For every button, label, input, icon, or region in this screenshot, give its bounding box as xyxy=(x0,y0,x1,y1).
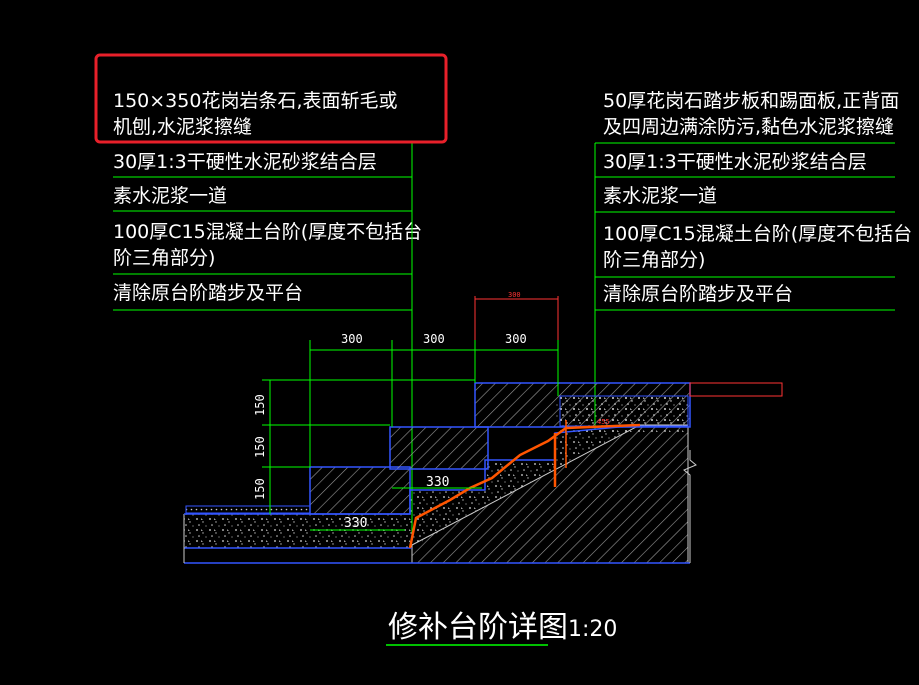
dim-small-red: 455 xyxy=(597,418,610,426)
landing-red-edge xyxy=(689,382,783,397)
dim-tread-upper: 330 xyxy=(426,475,449,490)
dim-vert-c: 150 xyxy=(253,478,267,500)
granite-step-2 xyxy=(389,426,489,470)
concrete-bed xyxy=(184,425,640,548)
left-note-4b: 阶三角部分) xyxy=(113,247,215,269)
right-note-1a: 50厚花岗石踏步板和踢面板,正背面 xyxy=(603,90,899,112)
right-note-2: 30厚1:3干硬性水泥砂浆结合层 xyxy=(603,151,867,173)
right-note-1b: 及四周边满涂防污,黏色水泥浆擦缝 xyxy=(603,116,894,138)
dim-red-top: 300 xyxy=(508,291,521,299)
dim-vert-a: 150 xyxy=(253,394,267,416)
granite-step-1 xyxy=(309,466,411,515)
stair-section xyxy=(183,382,783,564)
highlight-box xyxy=(94,53,448,144)
drawing-scale: 1:20 xyxy=(568,617,617,642)
drawing-title-group: 修补台阶详图 1:20 xyxy=(386,610,617,646)
dim-tread-lower: 330 xyxy=(344,516,367,531)
right-notes-group: 50厚花岗石踏步板和踢面板,正背面 及四周边满涂防污,黏色水泥浆擦缝 30厚1:… xyxy=(594,90,912,430)
dim-top-c: 300 xyxy=(505,332,527,346)
dim-top-b: 300 xyxy=(423,332,445,346)
left-note-1b: 机刨,水泥浆擦缝 xyxy=(113,116,252,138)
landing-fill xyxy=(559,395,689,427)
left-note-2: 30厚1:3干硬性水泥砂浆结合层 xyxy=(113,151,377,173)
dim-top-a: 300 xyxy=(341,332,363,346)
pavement-strip xyxy=(185,505,311,514)
existing-ground-outline xyxy=(411,424,689,564)
left-notes-group: 150×350花岗岩条石,表面斩毛或 机刨,水泥浆擦缝 30厚1:3干硬性水泥砂… xyxy=(113,90,422,540)
dim-vert-b: 150 xyxy=(253,436,267,458)
right-note-3: 素水泥浆一道 xyxy=(603,185,717,207)
left-note-5: 清除原台阶踏步及平台 xyxy=(113,282,303,304)
right-note-5: 清除原台阶踏步及平台 xyxy=(603,283,793,305)
break-symbol xyxy=(683,450,697,563)
dimensions-group: 300 300 300 300 150 150 150 330 330 455 xyxy=(253,291,610,531)
rebar-line xyxy=(408,423,641,549)
right-note-4a: 100厚C15混凝土台阶(厚度不包括台 xyxy=(603,223,912,245)
left-note-3: 素水泥浆一道 xyxy=(113,185,227,207)
existing-ground-hatch xyxy=(412,425,688,563)
left-note-1a: 150×350花岗岩条石,表面斩毛或 xyxy=(113,90,398,112)
left-note-4a: 100厚C15混凝土台阶(厚度不包括台 xyxy=(113,221,422,243)
right-note-4b: 阶三角部分) xyxy=(603,249,705,271)
drawing-title: 修补台阶详图 xyxy=(388,610,568,645)
